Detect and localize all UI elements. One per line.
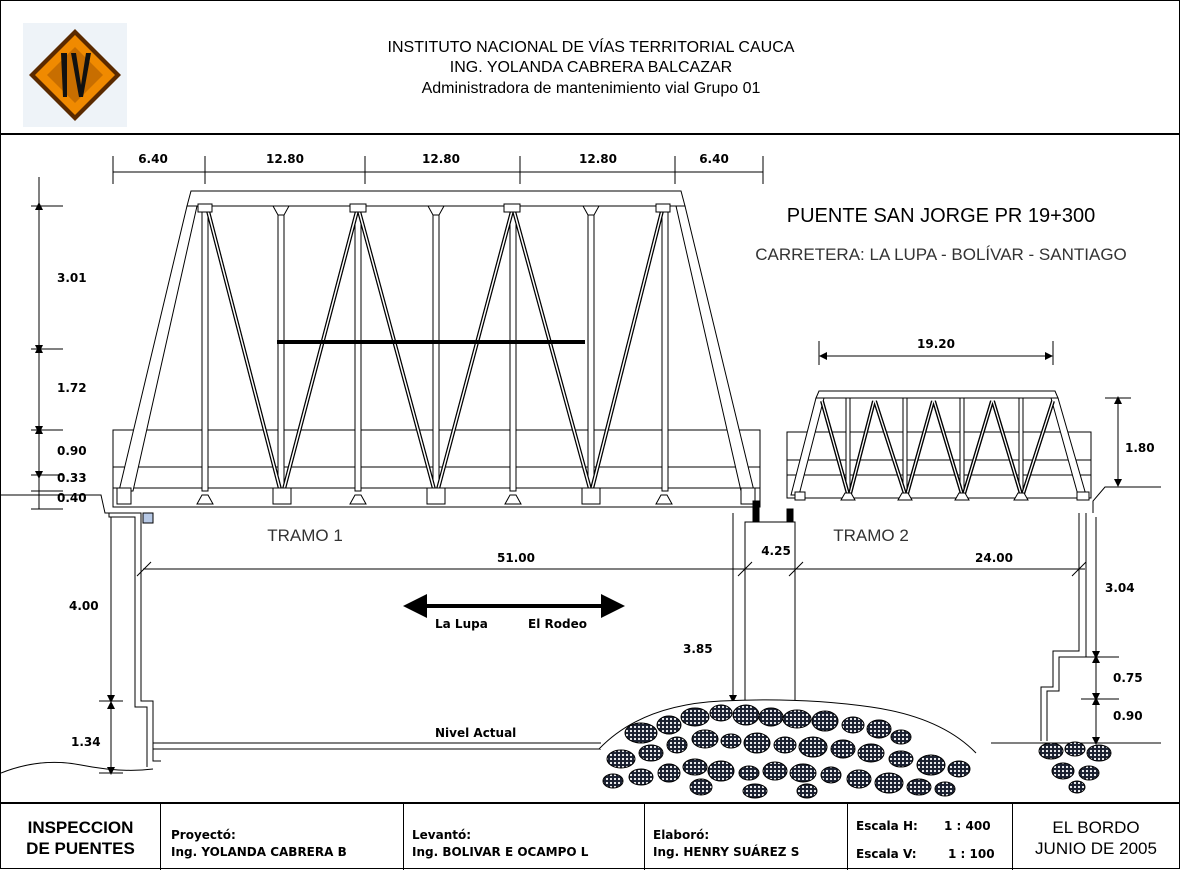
escala-h-value: 1 : 400 — [944, 819, 991, 833]
abutment-dim-2: 1.34 — [71, 735, 101, 749]
footer-place-cell: EL BORDO JUNIO DE 2005 — [1013, 804, 1179, 870]
invias-logo-icon — [23, 23, 127, 127]
ground-level-label: Nivel Actual — [435, 726, 516, 740]
bridge-title: PUENTE SAN JORGE PR 19+300 — [787, 205, 1095, 227]
right-dim-3: 0.90 — [1113, 709, 1143, 723]
left-dim-2: 1.72 — [57, 381, 87, 395]
pier-height: 3.85 — [683, 642, 713, 656]
top-dimension-chain — [112, 156, 764, 184]
left-abutment — [1, 494, 601, 774]
left-dim-1: 3.01 — [57, 271, 87, 285]
footer-place: EL BORDO — [1052, 818, 1140, 837]
header-institute: INSTITUTO NACIONAL DE VÍAS TERRITORIAL C… — [387, 39, 795, 56]
elaboro-name: Ing. HENRY SUÁREZ S — [653, 845, 800, 859]
left-dim-5: 0.40 — [57, 491, 87, 505]
direction-left-label: La Lupa — [435, 617, 488, 631]
tramo-1-label: TRAMO 1 — [267, 526, 343, 545]
central-pier — [744, 500, 796, 707]
header-role: Administradora de mantenimiento vial Gru… — [421, 80, 761, 97]
header-engineer: ING. YOLANDA CABRERA BALCAZAR — [449, 59, 733, 76]
footer-levanto-cell: Levantó: Ing. BOLIVAR E OCAMPO L — [404, 804, 645, 870]
road-label: CARRETERA: LA LUPA - BOLÍVAR - SANTIAGO — [755, 245, 1127, 264]
footer-title-line1: INSPECCION — [27, 818, 134, 837]
escala-v-label: Escala V: — [856, 847, 917, 861]
tramo-2-label: TRAMO 2 — [833, 526, 909, 545]
span1-length: 51.00 — [497, 551, 535, 565]
top-dim-3: 12.80 — [422, 152, 460, 166]
escala-h-label: Escala H: — [856, 819, 918, 833]
levanto-name: Ing. BOLIVAR E OCAMPO L — [412, 845, 589, 859]
escala-v-value: 1 : 100 — [948, 847, 995, 861]
proyecto-name: Ing. YOLANDA CABRERA B — [171, 845, 347, 859]
riverbed-rocks — [598, 699, 1112, 799]
direction-right-label: El Rodeo — [528, 617, 587, 631]
elaboro-label: Elaboró: — [653, 828, 710, 842]
left-dim-3: 0.90 — [57, 444, 87, 458]
left-dimension-chain — [31, 177, 63, 510]
top-dim-1: 6.40 — [138, 152, 168, 166]
bridge-elevation-drawing: PUENTE SAN JORGE PR 19+300 CARRETERA: LA… — [1, 152, 1161, 799]
title-block-header: INSTITUTO NACIONAL DE VÍAS TERRITORIAL C… — [1, 1, 1180, 135]
title-block-footer: INSPECCION DE PUENTES Proyectó: Ing. YOL… — [1, 802, 1180, 870]
footer-scale-cell: Escala H: 1 : 400 Escala V: 1 : 100 — [848, 804, 1013, 870]
right-dim-2: 0.75 — [1113, 671, 1143, 685]
abutment-dim-1: 4.00 — [69, 599, 99, 613]
span2-height-dim: 1.80 — [1125, 441, 1155, 455]
footer-title-line2: DE PUENTES — [26, 839, 135, 858]
left-dim-4: 0.33 — [57, 471, 87, 485]
span2-length: 24.00 — [975, 551, 1013, 565]
top-dim-2: 12.80 — [266, 152, 304, 166]
levanto-label: Levantó: — [412, 828, 472, 842]
span2-top-dim: 19.20 — [917, 337, 955, 351]
top-dim-5: 6.40 — [699, 152, 729, 166]
right-dim-1: 3.04 — [1105, 581, 1135, 595]
footer-proyecto-cell: Proyectó: Ing. YOLANDA CABRERA B — [161, 804, 404, 870]
footer-date: JUNIO DE 2005 — [1035, 839, 1157, 858]
top-dim-4: 12.80 — [579, 152, 617, 166]
proyecto-label: Proyectó: — [171, 828, 236, 842]
footer-elaboro-cell: Elaboró: Ing. HENRY SUÁREZ S — [645, 804, 848, 870]
footer-title-cell: INSPECCION DE PUENTES — [1, 804, 161, 870]
truss-span-1 — [112, 190, 761, 508]
pier-width: 4.25 — [761, 544, 791, 558]
truss-span-2 — [786, 390, 1092, 501]
